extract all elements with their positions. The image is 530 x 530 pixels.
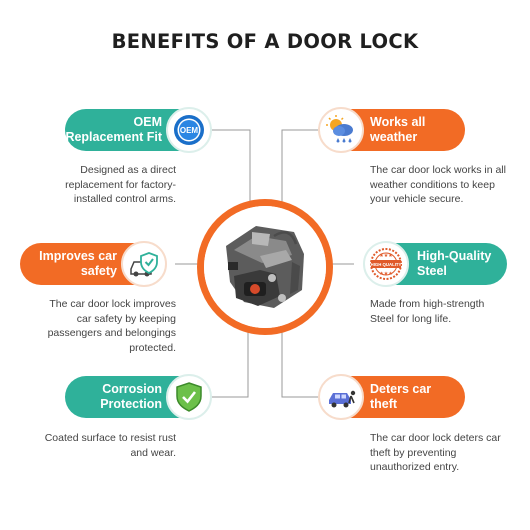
benefit-pill-steel: HIGH QUALITY ★★★ ★★★ High-Quality Steel bbox=[363, 241, 507, 287]
benefit-desc-oem: Designed as a direct replacement for fac… bbox=[65, 164, 176, 205]
benefit-label-theft: Deters car theft bbox=[370, 382, 432, 411]
car-thief-icon bbox=[318, 374, 364, 420]
quality-stamp-text: HIGH QUALITY bbox=[371, 262, 402, 267]
door-lock-actuator bbox=[204, 206, 326, 328]
benefit-label-steel: High-Quality Steel bbox=[417, 249, 492, 278]
benefit-label-safety: Improves car safety bbox=[39, 249, 117, 278]
oem-badge-text: OEM bbox=[180, 126, 199, 135]
benefit-pill-corrosion: Corrosion Protection bbox=[65, 374, 212, 420]
oem-badge-icon: OEM bbox=[166, 107, 212, 153]
benefit-desc-safety: The car door lock improves car safety by… bbox=[47, 298, 176, 354]
benefit-label-weather: Works all weather bbox=[370, 115, 426, 144]
benefit-label-corrosion: Corrosion Protection bbox=[100, 382, 162, 411]
svg-text:★★★: ★★★ bbox=[379, 271, 393, 277]
door-lock-image bbox=[197, 199, 333, 335]
benefit-pill-safety: Improves car safety bbox=[20, 241, 167, 287]
benefit-pill-oem: OEM Replacement Fit OEM bbox=[65, 107, 212, 153]
svg-text:★★★: ★★★ bbox=[379, 253, 393, 259]
benefit-pill-weather: Works all weather bbox=[318, 107, 465, 153]
benefit-pill-theft: Deters car theft bbox=[318, 374, 465, 420]
benefit-desc-theft: The car door lock deters car theft by pr… bbox=[370, 432, 501, 473]
page-title: BENEFITS OF A DOOR LOCK bbox=[111, 30, 419, 53]
benefit-desc-steel: Made from high-strength Steel for long l… bbox=[370, 298, 485, 325]
benefit-label-oem: OEM Replacement Fit bbox=[65, 115, 162, 144]
quality-stamp-icon: HIGH QUALITY ★★★ ★★★ bbox=[363, 241, 409, 287]
weather-icon bbox=[318, 107, 364, 153]
benefit-desc-corrosion: Coated surface to resist rust and wear. bbox=[44, 432, 176, 459]
shield-check-icon bbox=[166, 374, 212, 420]
benefit-desc-weather: The car door lock works in all weather c… bbox=[370, 164, 506, 205]
car-shield-icon bbox=[121, 241, 167, 287]
